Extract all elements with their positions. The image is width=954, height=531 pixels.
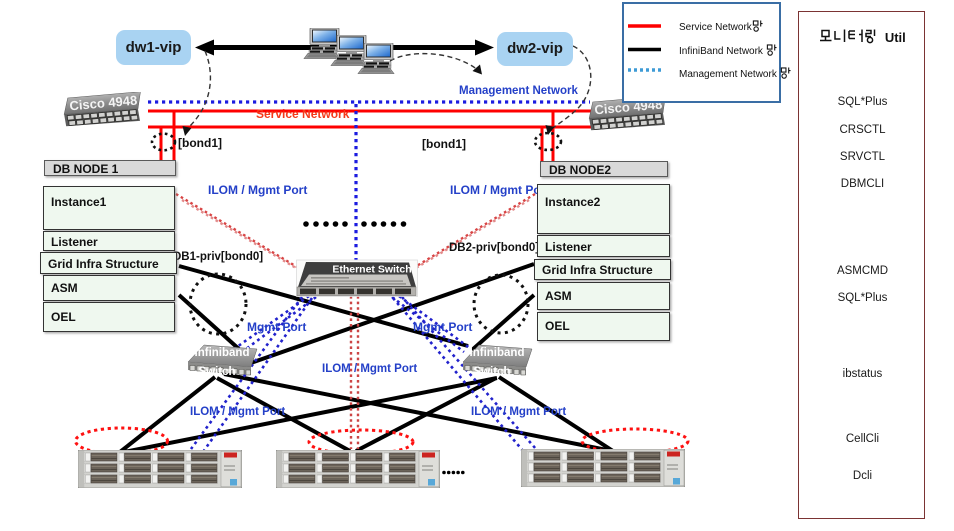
svg-text:Ethernet Switch: Ethernet Switch: [332, 264, 411, 276]
svg-text:Switch: Switch: [198, 366, 235, 378]
svg-text:Infiniband: Infiniband: [195, 347, 250, 359]
svg-text:Switch: Switch: [473, 366, 510, 378]
svg-text:Infiniband: Infiniband: [470, 347, 525, 359]
